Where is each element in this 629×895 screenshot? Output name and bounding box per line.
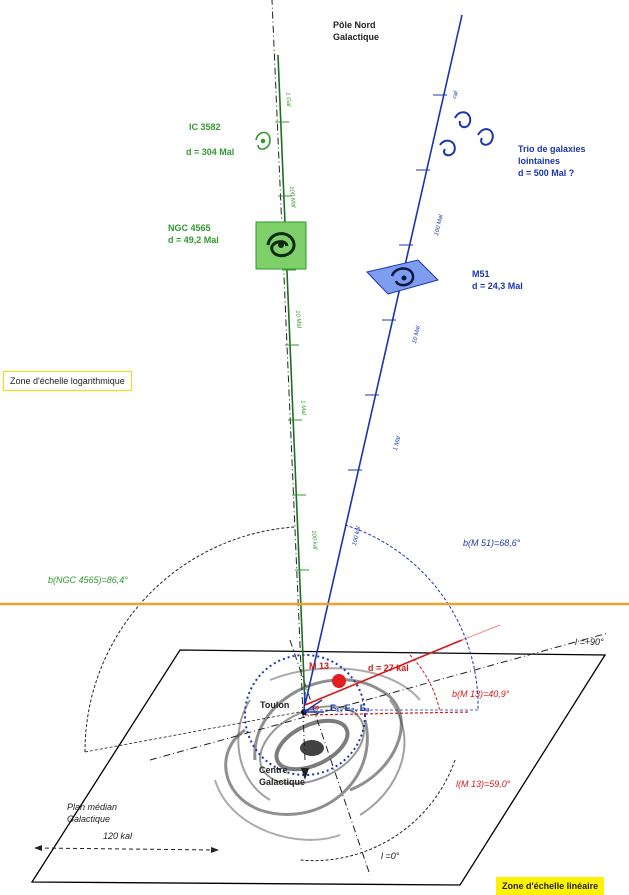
b-m13-label: b(M 13)=40,9° (452, 689, 510, 699)
m51-icon (366, 259, 439, 295)
arc-m13-l (299, 759, 456, 862)
l0-label: l =0° (381, 851, 400, 861)
ic3582-name: IC 3582 (189, 122, 221, 132)
b-m51-label: b(M 51)=68,6° (463, 538, 521, 548)
scale-arrow (37, 847, 216, 851)
e-vectors-label: E₁, E₂, E₃ (330, 703, 370, 713)
pole-axis (271, 0, 306, 761)
ngc4565-icon (255, 221, 307, 270)
ic3582-icon (255, 131, 271, 150)
plan-label: Plan médian Galactique (67, 802, 118, 824)
m13-dist: d = 27 kal (368, 663, 409, 673)
l90-label: l =+90° (575, 637, 604, 647)
arc-m13-b (409, 654, 441, 713)
toulon-label: Toulon (260, 700, 290, 710)
trio-icon (439, 111, 494, 157)
zone-log-label: Zone d'échelle logarithmique (3, 371, 132, 391)
blue-ticks (348, 94, 447, 471)
l-m13-label: l(M 13)=59,0° (456, 779, 511, 789)
ic3582-dist: d = 304 Mal (186, 147, 235, 157)
ngc4565-label: NGC 4565 d = 49,2 Mal (168, 222, 219, 246)
arc-ngc4565 (84, 526, 296, 753)
axis-l0 (289, 639, 371, 876)
scale-label: 120 kal (103, 831, 133, 841)
sun-marker: ∞ (313, 702, 320, 712)
zone-lin-label: Zone d'échelle linéaire (496, 877, 605, 895)
arc-m51 (344, 524, 479, 711)
ngc4565-name: NGC 4565 (168, 223, 211, 233)
m51-line (304, 14, 463, 706)
b-ngc4565-label: b(NGC 4565)=86,4° (48, 575, 128, 585)
galactic-plane (30, 649, 607, 886)
m51-name: M51 (472, 269, 490, 279)
ngc4565-dist: d = 49,2 Mal (168, 235, 219, 245)
m13-label: M 13 (309, 661, 330, 671)
m51-label: M51 d = 24,3 Mal (472, 268, 523, 292)
m51-dist: d = 24,3 Mal (472, 281, 523, 291)
ngc4565-line (277, 54, 306, 706)
m13-line (304, 639, 463, 706)
centre-label: Centre Galactique (259, 765, 306, 787)
pole-arrow (301, 768, 309, 780)
m13-line-ext (461, 624, 501, 641)
trio-label: Trio de galaxies lointaines d = 500 Mal … (518, 144, 586, 178)
green-tick-1mal: 1 Mal (299, 400, 307, 416)
ic3582-label: IC 3582 (189, 121, 221, 133)
m13-ball (332, 674, 346, 688)
m13-projection (304, 711, 471, 716)
local-circle (244, 654, 366, 776)
green-tick-1gal: 1 Gal (284, 92, 292, 107)
green-ticks (275, 121, 309, 571)
pole-label: Pôle Nord Galactique (333, 20, 380, 42)
axis-l90 (149, 632, 609, 761)
